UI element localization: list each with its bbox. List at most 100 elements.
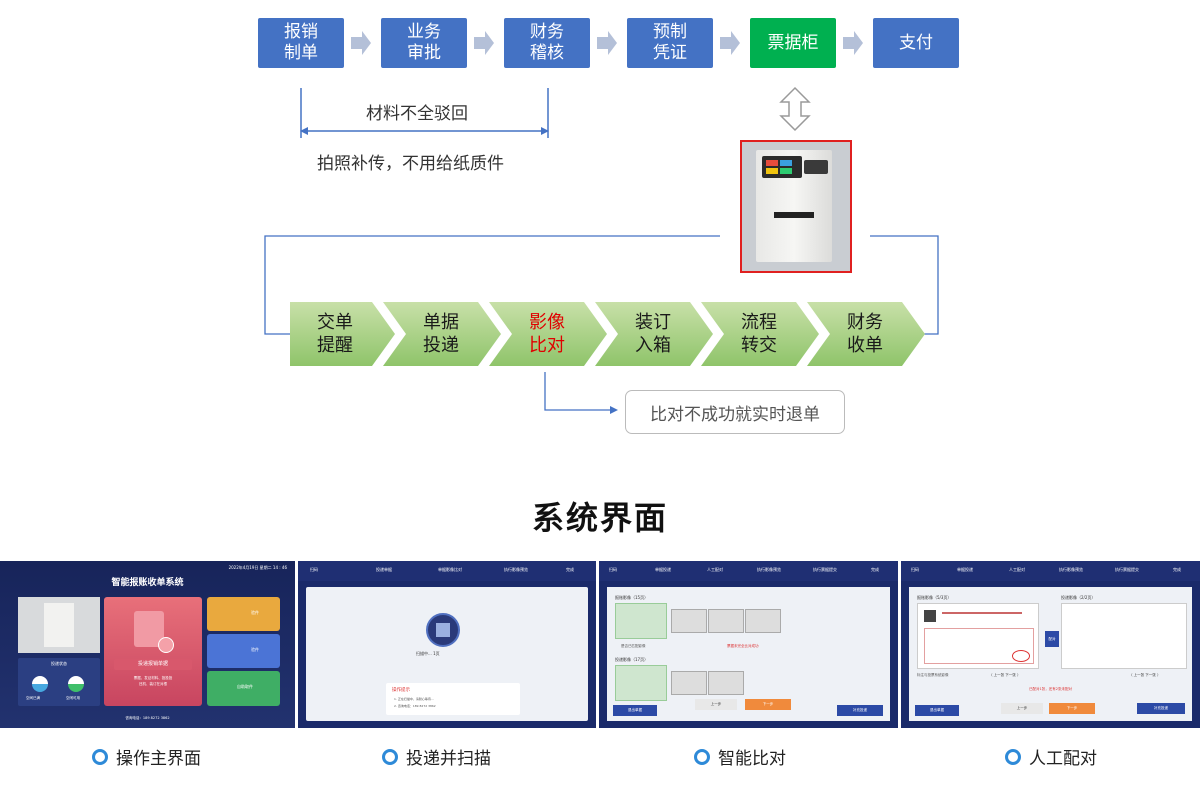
manual-prev-button[interactable]: 上一步: [1001, 703, 1043, 714]
scan-progress: 扫描中... 1页: [416, 651, 440, 656]
fail-arrow: [610, 406, 618, 414]
compare-steps: 扫码 单据投递 人工配对 执行影像预览 执行票据提交 完成: [599, 561, 898, 581]
reject-arrow-right: [541, 127, 549, 135]
caption-main: 操作主界面: [92, 744, 201, 769]
ring-icon: [382, 748, 398, 765]
main-btn-check-label: 验件: [251, 610, 259, 615]
flow-step-voucher: 预制 凭证: [627, 18, 713, 68]
caption-manual: 人工配对: [1005, 744, 1097, 769]
compare-section-a: 报账影像（15页）: [615, 595, 649, 600]
scan-tip-line-2: 2. 咨询电话：189 8272 3862: [394, 704, 436, 708]
screen-manual: 扫码 单据投递 人工配对 执行影像预览 执行票据提交 完成 报账影像（5/3页）…: [901, 561, 1200, 728]
main-deliver-panel[interactable]: 投递报销单据 票据、发证材料、投投投 还机、装订在对根: [104, 597, 202, 706]
compare-panel: 报账影像（15页） 是否已匹配影像 票据未完全比对成功 投递影像（17页） 退出…: [607, 587, 890, 721]
flow-arrows: [300, 31, 863, 138]
fail-line: [544, 372, 612, 411]
manual-pager-left[interactable]: 〈 上一张 下一张 〉: [989, 673, 1021, 677]
cabinet-step-remind: 交单 提醒: [317, 312, 353, 356]
manual-pager-right[interactable]: 〈 上一张 下一张 〉: [1129, 673, 1161, 677]
main-deliver-desc: 票据、发证材料、投投投 还机、装订在对根: [133, 676, 173, 686]
manual-steps: 扫码 单据投递 人工配对 执行影像预览 执行票据提交 完成: [901, 561, 1200, 581]
main-deliver-button[interactable]: 投递报销单据: [114, 659, 192, 670]
compare-next-button[interactable]: 下一步: [745, 699, 791, 710]
compare-section-b: 投递影像（17页）: [615, 657, 649, 662]
flow-step-approval: 业务 审批: [381, 18, 467, 68]
compare-thumb-a1[interactable]: [615, 603, 667, 639]
scan-tip-title: 操作提示: [392, 688, 410, 693]
cabinet-step-bind: 装订 入箱: [635, 312, 671, 356]
yen-icon: [158, 637, 174, 653]
cabinet-step-transfer: 流程 转交: [741, 312, 777, 356]
manual-delivered-image[interactable]: [1061, 603, 1187, 669]
reject-arrow-left: [300, 127, 308, 135]
manual-section-a: 报账影像（5/3页）: [917, 595, 952, 600]
manual-note: 标注与投票系统影像: [917, 673, 949, 677]
manual-alert: 已配对1张，还有2张未配对: [1029, 687, 1072, 691]
chevron-5: [701, 302, 819, 366]
main-status-panel: 投递状态 空间已满 空闲可用: [18, 658, 100, 706]
gauge-full-label: 空间已满: [26, 696, 40, 700]
loop-line-right: [870, 235, 939, 335]
main-btn-pickup[interactable]: 自助取件: [207, 671, 280, 706]
flow-arrow-4: [720, 31, 740, 55]
cabinet-flow-graphics: [264, 235, 939, 414]
compare-thumb-a4[interactable]: [745, 609, 781, 633]
main-btn-pickup-label: 自助取件: [237, 684, 253, 689]
manual-invoice-image[interactable]: [917, 603, 1039, 669]
reject-note: 材料不全驳回: [366, 104, 468, 124]
manual-supplement-button[interactable]: 补充投递: [1137, 703, 1185, 714]
flow-step-audit: 财务 稽核: [504, 18, 590, 68]
screen-compare: 扫码 单据投递 人工配对 执行影像预览 执行票据提交 完成 报账影像（15页） …: [599, 561, 898, 728]
chevron-1: [290, 302, 395, 366]
compare-alert: 票据未完全比对成功: [727, 644, 759, 648]
loop-line-left: [264, 235, 720, 335]
screen-main: 2022年4月19日 星期二 14 : 46 智能报账收单系统 投递状态 空间已…: [0, 561, 295, 728]
screen-scan: 扫码 投递单据 单据影像比对 执行影像预览 完成 扫描中... 1页 操作提示 …: [298, 561, 596, 728]
cabinet-step-compare: 影像 比对: [529, 312, 565, 356]
main-datetime: 2022年4月19日 星期二 14 : 46: [228, 565, 287, 570]
chevron-2: [383, 302, 501, 366]
compare-thumb-b3[interactable]: [708, 671, 744, 695]
compare-checkbox[interactable]: 是否已匹配影像: [621, 644, 646, 648]
caption-scan: 投递并扫描: [382, 744, 491, 769]
ring-icon: [92, 748, 108, 765]
chevron-4: [595, 302, 713, 366]
gauge-full: [32, 676, 48, 692]
compare-thumb-a3[interactable]: [708, 609, 744, 633]
compare-thumb-b2[interactable]: [671, 671, 707, 695]
compare-prev-button[interactable]: 上一步: [695, 699, 737, 710]
flow-step-cabinet: 票据柜: [750, 18, 836, 68]
caption-compare-text: 智能比对: [718, 749, 786, 769]
compare-thumb-b1[interactable]: [615, 665, 667, 701]
manual-next-button[interactable]: 下一步: [1049, 703, 1095, 714]
fail-note-box: 比对不成功就实时退单: [625, 390, 845, 434]
main-btn-check-2[interactable]: 验件: [207, 634, 280, 668]
cabinet-scanner: [804, 160, 828, 174]
gauge-free: [68, 676, 84, 692]
ring-icon: [1005, 748, 1021, 765]
cabinet-step-deliver: 单据 投递: [423, 312, 459, 356]
scan-panel: 扫描中... 1页 操作提示 1. 正在扫描中，请耐心等待... 2. 咨询电话…: [306, 587, 588, 721]
cabinet-slot: [774, 212, 814, 218]
caption-scan-text: 投递并扫描: [406, 749, 491, 769]
compare-exit-button[interactable]: 退出单据: [613, 705, 657, 716]
main-btn-check[interactable]: 验件: [207, 597, 280, 631]
manual-match-button[interactable]: 配对: [1045, 631, 1059, 647]
section-title: 系统界面: [531, 499, 668, 537]
main-cabinet-image: [18, 597, 100, 653]
scanner-icon: [426, 613, 460, 647]
caption-main-text: 操作主界面: [116, 749, 201, 769]
compare-thumb-a2[interactable]: [671, 609, 707, 633]
flow-arrow-1: [351, 31, 371, 55]
chevron-3: [489, 302, 607, 366]
manual-panel: 报账影像（5/3页） 配对 投递影像（2/2页） 标注与投票系统影像 〈 上一张…: [909, 587, 1192, 721]
manual-section-b: 投递影像（2/2页）: [1061, 595, 1096, 600]
supplement-note: 拍照补传，不用给纸质件: [317, 154, 504, 174]
scan-tip-card: 操作提示 1. 正在扫描中，请耐心等待... 2. 咨询电话：189 8272 …: [386, 683, 520, 715]
main-status-title: 投递状态: [51, 661, 67, 666]
cabinet-step-receive: 财务 收单: [847, 312, 883, 356]
ring-icon: [694, 748, 710, 765]
manual-exit-button[interactable]: 退出单据: [915, 705, 959, 716]
compare-supplement-button[interactable]: 补充投递: [837, 705, 883, 716]
cabinet-screen: [762, 156, 802, 178]
